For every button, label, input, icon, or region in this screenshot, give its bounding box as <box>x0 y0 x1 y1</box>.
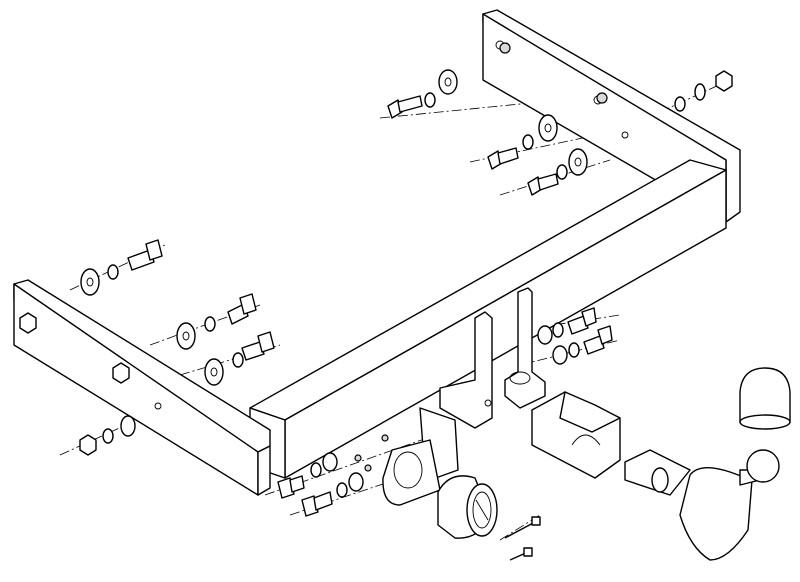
left-side-plate <box>13 279 271 496</box>
center-mount-brackets <box>439 287 546 429</box>
bolt <box>241 331 275 361</box>
tow-ball <box>746 449 780 483</box>
bolt <box>227 293 257 325</box>
nut <box>79 434 97 456</box>
bolt <box>387 95 423 119</box>
electrical-socket-bracket <box>382 407 459 506</box>
hardware-left <box>79 239 275 456</box>
bolt <box>583 325 613 355</box>
electrical-socket <box>437 475 498 539</box>
nut <box>715 70 733 92</box>
nut-left-plate-1 <box>19 312 37 334</box>
socket-screws <box>504 516 541 561</box>
bolt <box>567 307 597 335</box>
bolt <box>277 475 305 499</box>
tow-ball-neck <box>624 449 780 561</box>
hardware-center <box>277 307 613 517</box>
weld-nut <box>596 92 608 104</box>
nut-left-plate-2 <box>112 362 130 384</box>
spring-washer <box>424 92 436 108</box>
bolt <box>527 173 559 196</box>
bolt <box>127 239 163 271</box>
bolt <box>301 491 333 517</box>
weld-nut <box>499 42 511 54</box>
tow-ball-cap <box>739 367 791 430</box>
bolt <box>487 147 519 170</box>
washer <box>438 69 458 95</box>
ball-mount-receiver-block <box>531 391 621 479</box>
hardware-top <box>387 42 733 196</box>
